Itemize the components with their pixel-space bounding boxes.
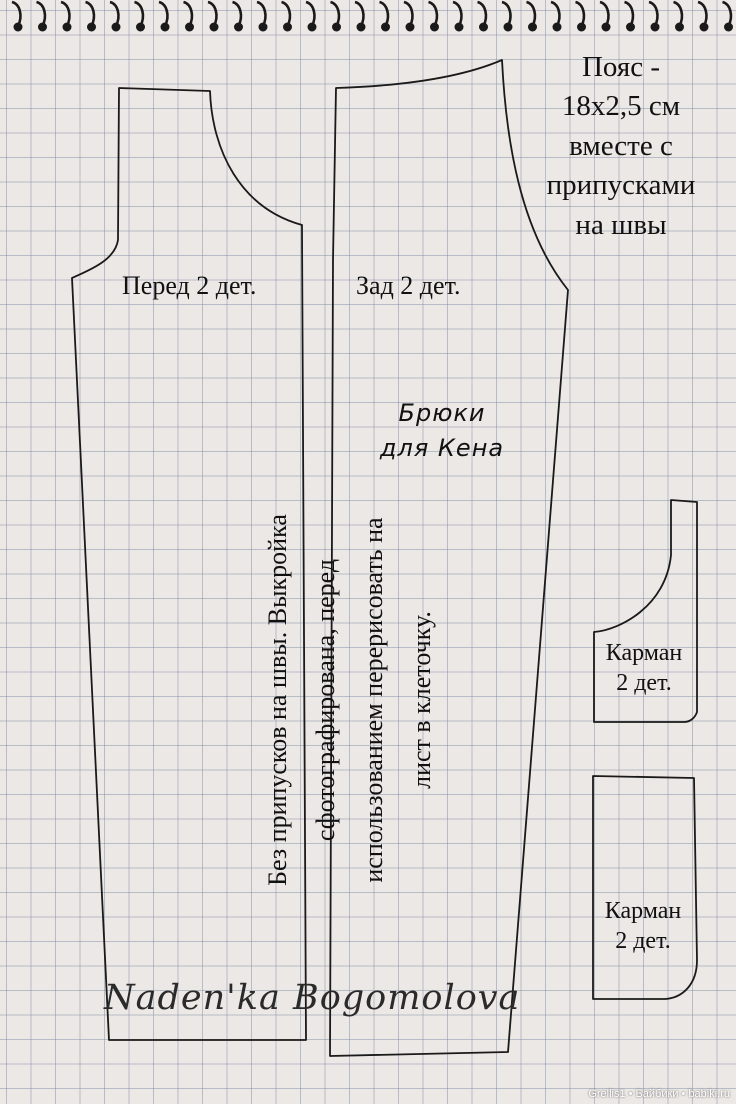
pocket-label-line: 2 дет. (615, 928, 671, 954)
waistband-note-line: 18х2,5 см (561, 90, 681, 123)
spiral-hole (601, 22, 611, 32)
front-pant-piece (71, 87, 307, 1041)
pocket-label-line: 2 дет. (616, 670, 672, 696)
spiral-hole (576, 22, 586, 32)
front-piece-label: Перед 2 дет. (122, 271, 257, 300)
back-piece-label: Зад 2 дет. (356, 271, 461, 300)
spiral-hole (527, 22, 537, 32)
spiral-hole (723, 22, 733, 32)
spiral-hole (234, 22, 244, 32)
spiral-binding (11, 0, 733, 32)
spiral-hole (136, 22, 146, 32)
waistband-note-line: вместе с (569, 129, 673, 162)
spiral-hole (380, 22, 390, 32)
spiral-hole (674, 22, 684, 32)
spiral-hole (552, 22, 562, 32)
handwritten-title-line: для Кена (379, 433, 505, 462)
spiral-hole (429, 22, 439, 32)
instruction-line: сфотографирована, перед (311, 558, 341, 842)
spiral-hole (111, 22, 121, 32)
spiral-hole (37, 22, 47, 32)
waistband-note-line: Пояс - (581, 51, 660, 83)
spiral-hole (405, 22, 415, 32)
spiral-hole (454, 22, 464, 32)
site-watermark: Grellis1 • Байбики • babiki.ru (588, 1088, 730, 1100)
spiral-hole (209, 22, 219, 32)
pocket-label-top: Карман 2 дет. (594, 638, 694, 698)
waistband-note-line: на швы (575, 208, 667, 241)
spiral-hole (87, 22, 97, 32)
spiral-hole (331, 22, 341, 32)
instruction-line: Без припусков на швы. Выкройка (263, 514, 293, 886)
instruction-line: лист в клеточку. (406, 611, 436, 789)
spiral-hole (185, 22, 195, 32)
spiral-hole (13, 22, 23, 32)
spiral-hole (282, 22, 292, 32)
spiral-hole (625, 22, 635, 32)
spiral-hole (160, 22, 170, 32)
spiral-hole (356, 22, 366, 32)
pocket-piece-bottom (592, 775, 698, 1000)
spiral-hole (307, 22, 317, 32)
waistband-note-line: припусками (546, 169, 696, 202)
back-pant-piece (329, 59, 569, 1057)
spiral-hole (699, 22, 709, 32)
pocket-label-bottom: Карман 2 дет. (590, 896, 696, 956)
handwritten-title-line: Брюки (398, 399, 486, 427)
handwritten-title: Брюки для Кена (352, 396, 532, 466)
pocket-label-line: Карман (604, 898, 682, 924)
spiral-hole (650, 22, 660, 32)
rotated-instructions: Без припусков на швы. Выкройка сфотограф… (230, 430, 470, 970)
pocket-piece-top (593, 499, 698, 723)
pocket-label-line: Карман (605, 640, 683, 666)
spiral-hole (503, 22, 513, 32)
instruction-line: использованием перерисовать на (359, 517, 388, 883)
spiral-hole (258, 22, 268, 32)
spiral-hole (478, 22, 488, 32)
waistband-note: Пояс - 18х2,5 см вместе с припусками на … (536, 48, 706, 245)
author-signature: Naden'ka Bogomolova (104, 978, 521, 1018)
spiral-hole (62, 22, 72, 32)
